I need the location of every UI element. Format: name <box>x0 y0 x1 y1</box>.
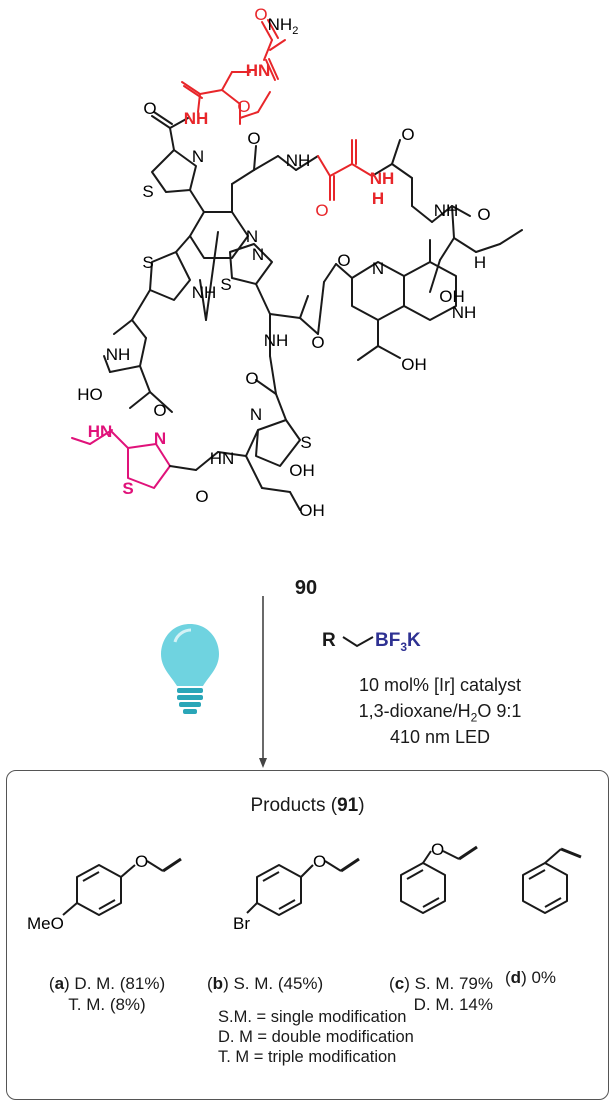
oh-label: OH <box>299 501 325 520</box>
nh2-label: NH2 <box>268 15 299 37</box>
h-label: H <box>372 189 384 208</box>
nitrogen-label: N <box>246 227 258 246</box>
compound-number: 90 <box>294 577 318 599</box>
oxygen-label: O <box>254 5 267 24</box>
nitrogen-label: N <box>250 405 262 424</box>
nitrogen-label: N <box>154 429 166 448</box>
hn-label: HN <box>210 449 235 468</box>
methoxy-label: MeO <box>27 914 64 933</box>
oxygen-label: O <box>247 129 260 148</box>
reaction-arrow <box>259 596 267 768</box>
condition-catalyst: 10 mol% [Ir] catalyst <box>358 675 522 695</box>
products-panel: Products (91) <box>6 770 609 1100</box>
sulfur-label: S <box>142 182 153 201</box>
abbreviation-legend: S.M. = single modification D. M = double… <box>218 1007 414 1067</box>
oxygen-label: O <box>135 852 148 871</box>
sulfur-label: S <box>142 253 153 272</box>
oxh-label: OH <box>439 287 465 306</box>
oxygen-label: O <box>143 99 156 118</box>
oxygen-label: O <box>195 487 208 506</box>
oxygen-label: O <box>245 369 258 388</box>
nitrogen-label: N <box>372 259 384 278</box>
oxygen-label: O <box>237 97 250 116</box>
nh-label: NH <box>264 331 289 350</box>
legend-line: D. M = double modification <box>218 1028 414 1046</box>
bromo-label: Br <box>233 914 250 933</box>
product-c-caption: (c) S. M. 79% D. M. 14% <box>389 974 493 1014</box>
condition-solvent: 1,3-dioxane/H2O 9:1 <box>358 701 522 725</box>
nh-label: NH <box>452 303 477 322</box>
h-label: H <box>474 253 486 272</box>
products-title: Products (91) <box>250 795 365 816</box>
product-d-caption: (d) 0% <box>505 968 557 987</box>
product-b-caption: (b) S. M. (45%) <box>207 974 324 993</box>
sulfur-label: S <box>122 479 133 498</box>
nitrogen-label: N <box>252 245 264 264</box>
oxygen-label: O <box>431 840 444 859</box>
oxygen-label: O <box>477 205 490 224</box>
sulfur-label: S <box>220 275 231 294</box>
lightbulb-icon <box>161 624 219 714</box>
compound-90-structure: NH2 O HN O NH O N S N S NH O NH O NH H O… <box>71 5 523 520</box>
legend-line: T. M = triple modification <box>218 1048 397 1066</box>
oxygen-label: O <box>401 125 414 144</box>
nh-label: NH <box>192 283 217 302</box>
oxygen-label: O <box>315 201 328 220</box>
product-structures: O MeO O Br O <box>27 840 582 933</box>
reagent-formula: R BF3K <box>322 630 421 654</box>
ho-label: HO <box>77 385 103 404</box>
oxygen-label: O <box>311 333 324 352</box>
oh-label: OH <box>289 461 315 480</box>
legend-line: S.M. = single modification <box>218 1008 407 1026</box>
sulfur-label: S <box>300 433 311 452</box>
oxygen-label: O <box>153 401 166 420</box>
nh-label: NH <box>286 151 311 170</box>
nh-label: NH <box>106 345 131 364</box>
product-a-caption: (a) D. M. (81%) T. M. (8%) <box>48 974 166 1014</box>
condition-light: 410 nm LED <box>389 727 491 747</box>
oxygen-label: O <box>313 852 326 871</box>
oxygen-label: O <box>337 251 350 270</box>
hn-label: HN <box>88 422 113 441</box>
oh-label: OH <box>401 355 427 374</box>
nh-label: NH <box>434 201 459 220</box>
nh-label: NH <box>184 109 209 128</box>
nh-label: NH <box>370 169 395 188</box>
nitrogen-label: N <box>192 147 204 166</box>
hn-label: HN <box>246 61 271 80</box>
